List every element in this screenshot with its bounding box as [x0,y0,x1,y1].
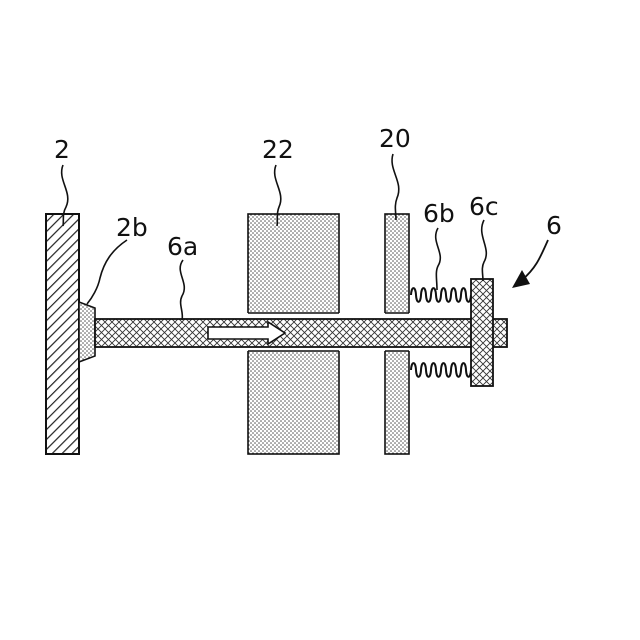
label-spring: 6b [423,199,455,228]
head-6c [471,279,493,386]
label-rod: 6a [167,232,198,261]
label-wall: 2 [54,135,70,164]
label-block: 22 [262,135,294,164]
wall-2 [46,214,79,454]
leader-rod [180,260,184,320]
label-wedge: 2b [116,213,148,242]
rod-6a [95,319,507,347]
label-plate: 20 [379,124,411,153]
assembly-arrowhead [512,270,530,288]
spring-upper [411,288,471,302]
leader-assembly [522,240,548,280]
spring-lower [411,363,471,377]
leader-plate [392,154,399,220]
label-assembly: 6 [546,211,562,240]
wedge-2b [79,302,95,362]
leader-head [482,220,487,281]
label-head: 6c [469,192,499,221]
leader-wedge [87,240,127,304]
leader-spring [436,228,441,290]
